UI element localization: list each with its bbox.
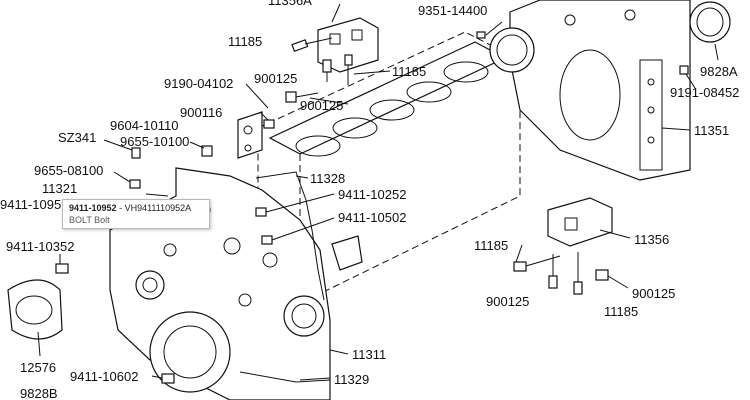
bolt-900116[interactable] [259,111,275,129]
tooltip-description: BOLT Bolt [69,215,110,225]
flywheel-housing[interactable] [489,0,691,181]
bolt-9191-08452[interactable] [679,65,696,89]
label-9411-10252: 9411-10252 [338,187,406,202]
label-9411-10502: 9411-10502 [338,210,406,225]
tooltip-title: 9411-10952 - VH9411110952A [69,203,203,213]
washer-900125-right-a[interactable] [548,254,558,289]
label-9655-08100: 9655-08100 [34,163,103,178]
tooltip-part-no: 9411-10952 [69,203,117,213]
tooltip-code: VH9411110952A [124,203,192,213]
tooltip-separator: - [116,203,125,213]
label-11311: 11311 [352,347,386,362]
label-9411-10952: 9411-1095 [0,197,61,212]
front-cover-12576[interactable] [7,279,63,357]
label-sz341: SZ341 [58,130,96,145]
label-9190-04102: 9190-04102 [164,76,233,91]
cover-plate[interactable] [331,235,363,271]
label-11185-d: 11185 [604,304,638,319]
bolt-11185-mid[interactable] [344,54,353,85]
label-11185-a: 11185 [228,34,262,49]
washer-900125-right-b[interactable] [595,269,629,289]
label-12576: 12576 [20,360,56,375]
bolt-9411-10252[interactable] [255,193,335,217]
label-9411-10352: 9411-10352 [6,239,74,254]
label-11321: 11321 [42,181,77,196]
label-900125-a: 900125 [254,71,297,86]
label-900116: 900116 [180,105,222,120]
label-9655-10100: 9655-10100 [120,134,189,149]
washer-9655-08100[interactable] [113,171,141,189]
label-9828b: 9828B [20,386,58,400]
oil-seal-9828a[interactable] [689,1,731,61]
label-9191-08452: 9191-08452 [670,85,739,100]
label-900125-d: 900125 [486,294,529,309]
bolt-11185-right-low[interactable] [573,252,583,295]
label-11356: 11356 [634,232,669,247]
label-11356a: 11356A [268,0,312,8]
part-tooltip: 9411-10952 - VH9411110952A BOLT Bolt [62,199,210,229]
label-11329: 11329 [334,372,369,387]
bracket-9190-04102[interactable] [237,83,269,159]
gasket-11329[interactable] [239,371,331,383]
label-11328: 11328 [310,171,345,186]
bolt-9411-10502[interactable] [261,217,335,245]
label-900125-b: 900125 [300,98,343,113]
washer-900125-top[interactable] [322,59,332,82]
bolt-11185-right[interactable] [513,244,561,272]
bolt-9411-10352[interactable] [55,254,69,274]
label-11351: 11351 [694,123,729,138]
washer-900125-mid[interactable] [285,91,319,103]
label-9828a: 9828A [700,64,738,79]
bolt-sz341[interactable] [103,139,141,159]
label-900125-c: 900125 [632,286,675,301]
screw-9351-14400[interactable] [476,21,503,39]
engine-bracket-top[interactable] [317,3,379,73]
bolt-9411-10602[interactable] [151,373,175,384]
case-gasket-11328[interactable] [255,171,325,301]
label-11185-c: 11185 [474,238,508,253]
bolt-11185-top[interactable] [291,37,333,52]
label-9411-10602: 9411-10602 [70,369,138,384]
label-11185-b: 11185 [392,64,426,79]
bolt-9655-10100[interactable] [189,141,213,157]
label-9604-10110: 9604-10110 [110,118,178,133]
label-9351-14400: 9351-14400 [418,3,487,18]
engine-bracket-right[interactable] [547,197,631,247]
